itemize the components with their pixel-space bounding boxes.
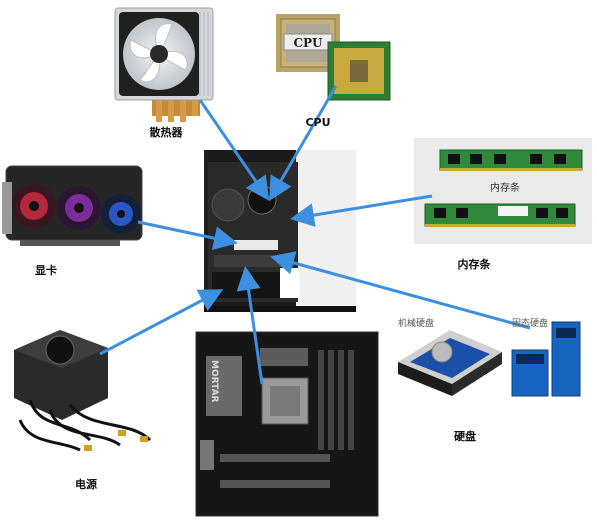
label-cpu: CPU: [305, 116, 330, 129]
label-ram: 内存条: [458, 257, 492, 271]
ram-overlay-text: 内存条: [490, 181, 520, 194]
arrow-disk: [270, 251, 531, 330]
pc-case-image: [204, 150, 356, 312]
arrow-cpu: [268, 85, 338, 202]
cpu-cooler-image: [114, 7, 214, 122]
label-psu: 电源: [75, 477, 97, 491]
label-gpu: 显卡: [35, 263, 57, 277]
label-hdd-sub: 机械硬盘: [398, 317, 434, 329]
connector-arrows: [99, 85, 531, 385]
label-disk: 硬盘: [454, 429, 476, 443]
arrow-motherboard: [236, 266, 264, 385]
arrow-gpu: [137, 220, 238, 250]
graphics-card-image: [2, 165, 143, 246]
motherboard-image: MORTAR: [195, 331, 379, 517]
ram-image: 内存条: [414, 138, 592, 244]
label-ssd-sub: 固态硬盘: [512, 317, 548, 329]
arrow-cooler: [198, 99, 270, 201]
cpu-chip-text: CPU: [293, 36, 323, 50]
arrow-ram: [290, 194, 433, 227]
power-supply-image: [14, 330, 152, 452]
label-cooler: 散热器: [150, 125, 184, 139]
hdd-image: [398, 330, 502, 396]
motherboard-text: MORTAR: [209, 360, 219, 403]
arrow-psu: [99, 289, 224, 356]
ssd-image: [511, 321, 581, 397]
cpu-image: CPU: [276, 14, 391, 101]
